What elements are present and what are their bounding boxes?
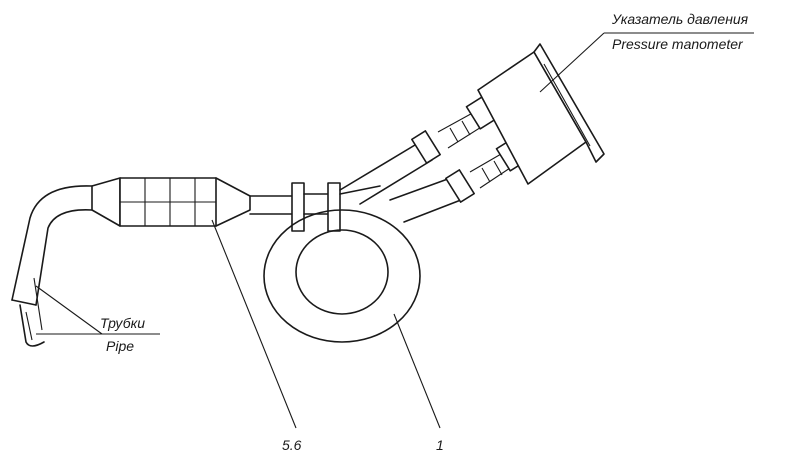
leader-lines: [35, 32, 754, 429]
lower-gauge-tube: [389, 138, 527, 223]
part-label-5-6: 5.6: [282, 437, 302, 453]
upper-gauge-tube: [339, 96, 497, 205]
part-label-1: 1: [436, 437, 444, 453]
manometer-label-ru: Указатель давления: [611, 11, 749, 27]
filter-housing: [91, 177, 293, 227]
pressure-manometer: [477, 43, 605, 185]
manometer-label-en: Pressure manometer: [612, 36, 744, 52]
pipe-bend: [11, 185, 93, 347]
pipe-label-en: Pipe: [106, 338, 134, 354]
ring-coil: [263, 209, 421, 343]
pipe-label-ru: Трубки: [100, 315, 145, 331]
flange-joint: [291, 182, 381, 232]
